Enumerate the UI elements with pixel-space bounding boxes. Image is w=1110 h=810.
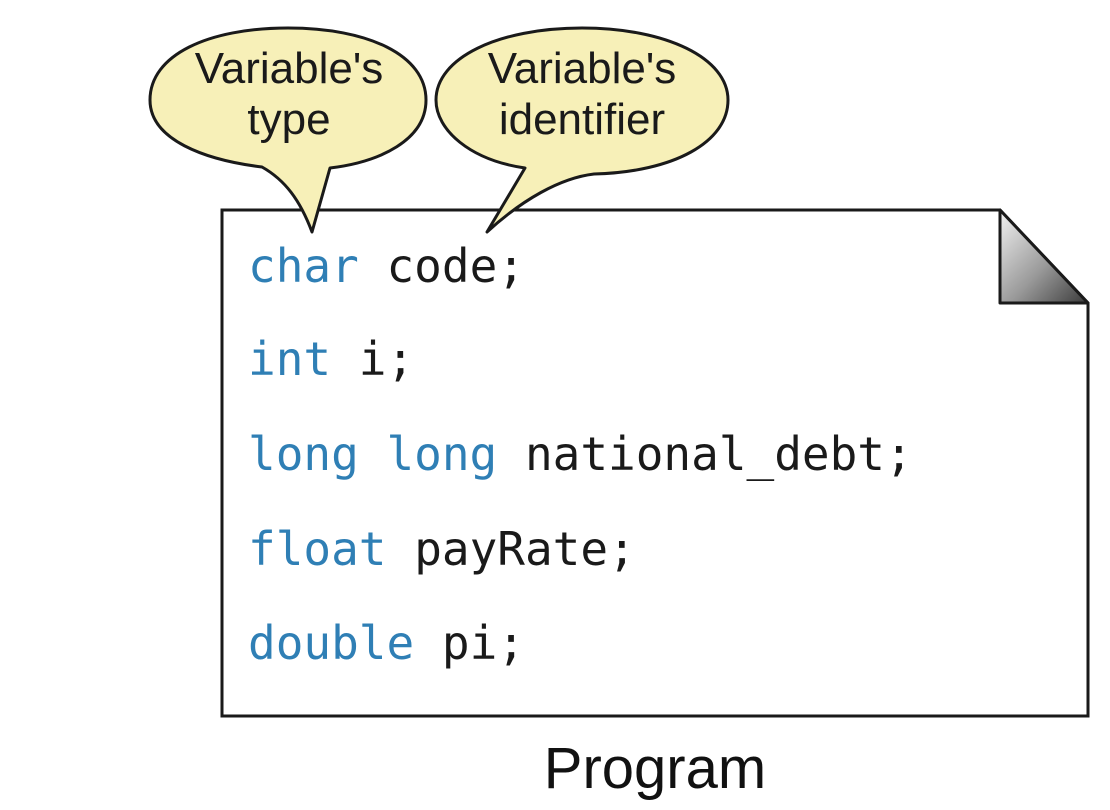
callout-type-line2: type	[247, 95, 330, 144]
program-caption: Program	[544, 736, 766, 801]
callout-type-line1: Variable's	[195, 44, 384, 93]
folded-corner	[998, 208, 1090, 305]
document-outline	[220, 208, 1090, 718]
code-type: long long	[248, 427, 497, 481]
code-type: char	[248, 239, 359, 293]
code-identifier: i;	[359, 332, 414, 386]
code-line: int i;	[248, 332, 414, 386]
code-line: float payRate;	[248, 522, 636, 576]
code-line: long long national_debt;	[248, 427, 913, 481]
code-type: float	[248, 522, 386, 576]
callout-identifier-line2: identifier	[499, 95, 665, 144]
code-line: double pi;	[248, 616, 525, 670]
code-identifier: national_debt;	[525, 427, 913, 481]
callout-identifier-line1: Variable's	[488, 44, 677, 93]
callout-bubble-type	[148, 26, 428, 234]
callout-bubble-identifier	[434, 26, 730, 234]
code-line: char code;	[248, 239, 525, 293]
callout-variable-identifier: Variable's identifier	[434, 26, 730, 234]
code-type: double	[248, 616, 414, 670]
callout-variable-type: Variable's type	[148, 26, 428, 234]
code-identifier: code;	[386, 239, 524, 293]
code-identifier: pi;	[442, 616, 525, 670]
code-block: char code; int i; long long national_deb…	[248, 239, 913, 670]
code-identifier: payRate;	[414, 522, 636, 576]
code-type: int	[248, 332, 331, 386]
program-document	[220, 208, 1090, 718]
